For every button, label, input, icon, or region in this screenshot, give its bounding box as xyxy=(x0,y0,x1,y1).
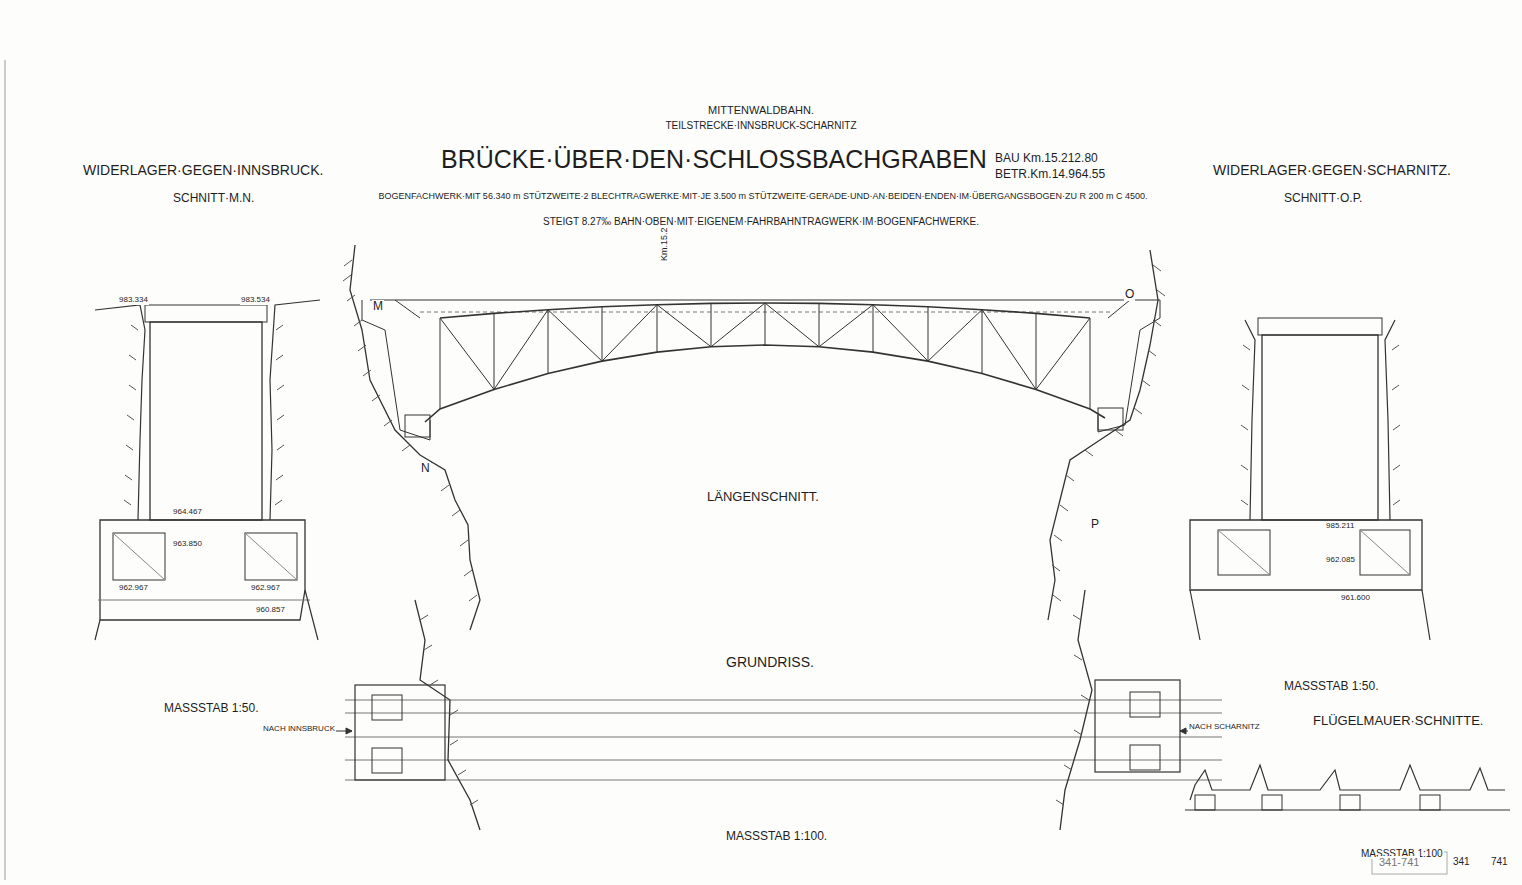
scale-note: MASSSTAB 1:100. xyxy=(725,830,828,843)
elevation: 962.967 xyxy=(118,584,149,593)
elevation: 960.857 xyxy=(255,606,286,615)
view-title: LÄNGENSCHNITT. xyxy=(706,490,820,504)
elevation: 961.600 xyxy=(1340,594,1371,603)
elevation: 962.085 xyxy=(1325,556,1356,565)
section-name: TEILSTRECKE·INNSBRUCK-SCHARNITZ xyxy=(664,120,857,131)
elevation: 983.534 xyxy=(240,296,271,305)
direction-label: NACH SCHARNITZ xyxy=(1188,723,1261,732)
view-title: SCHNITT·O.P. xyxy=(1283,192,1363,205)
section-letter: P xyxy=(1090,518,1100,531)
chainage: Km.15.2 xyxy=(660,226,670,262)
section-letter: O xyxy=(1124,288,1135,301)
view-title: GRUNDRISS. xyxy=(725,655,815,670)
bridge-description: BOGENFACHWERK·MIT 56.340 m STÜTZWEITE·2 … xyxy=(378,192,1149,202)
elevation: 964.467 xyxy=(172,508,203,517)
drawing-title: BRÜCKE·ÜBER·DEN·SCHLOSSBACHGRABEN xyxy=(440,146,988,174)
scale-note: MASSSTAB 1:50. xyxy=(163,702,259,715)
sheet-number: 341 xyxy=(1452,856,1471,867)
section-letter: M xyxy=(372,300,384,313)
view-title: SCHNITT·M.N. xyxy=(172,192,255,205)
scale-note: MASSSTAB 1:50. xyxy=(1283,680,1379,693)
stamp: 341-741 xyxy=(1378,856,1420,868)
railway-name: MITTENWALDBAHN. xyxy=(707,104,815,116)
section-letter: N xyxy=(420,462,431,475)
direction-label: NACH INNSBRUCK xyxy=(262,725,336,734)
chainage: BAU Km.15.212.80 xyxy=(994,152,1099,165)
elevation: 963.850 xyxy=(172,540,203,549)
view-title: WIDERLAGER·GEGEN·SCHARNITZ. xyxy=(1212,163,1452,178)
elevation: 983.334 xyxy=(118,296,149,305)
elevation: 962.967 xyxy=(250,584,281,593)
view-title: WIDERLAGER·GEGEN·INNSBRUCK. xyxy=(82,163,324,178)
view-title: FLÜGELMAUER·SCHNITTE. xyxy=(1312,714,1484,728)
sheet-number: 741 xyxy=(1490,856,1509,867)
elevation: 985.211 xyxy=(1325,522,1355,531)
bridge-description: STEIGT 8.27‰ BAHN·OBEN·MIT·EIGENEM·FAHRB… xyxy=(542,216,980,227)
chainage: BETR.Km.14.964.55 xyxy=(994,168,1106,181)
